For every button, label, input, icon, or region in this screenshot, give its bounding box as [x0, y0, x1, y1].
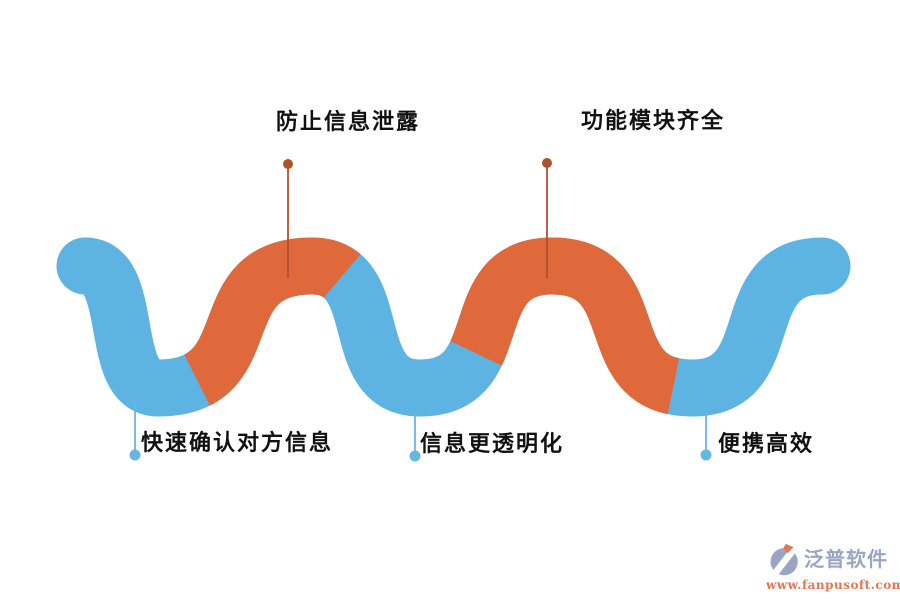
logo-name: 泛普软件 [804, 549, 888, 571]
brand-watermark: 泛普软件 www.fanpusoft.com [766, 543, 900, 592]
callout-connector-prevent-leak [283, 159, 293, 278]
logo-icon [768, 543, 802, 577]
callout-connector-portable-efficient [700, 410, 712, 461]
label-prevent-leak: 防止信息泄露 [275, 109, 421, 134]
label-portable-efficient: 便携高效 [717, 431, 815, 456]
label-transparent-info: 信息更透明化 [419, 431, 565, 456]
callout-dot [129, 449, 141, 461]
callout-dot [542, 158, 552, 168]
wave-ribbon-blue [56, 237, 851, 417]
logo-url: www.fanpusoft.com [766, 578, 900, 592]
label-quick-confirm: 快速确认对方信息 [140, 430, 334, 455]
callout-connector-quick-confirm [129, 400, 141, 461]
callout-dot [700, 449, 712, 461]
callout-connector-full-modules [542, 158, 552, 278]
callout-dot [283, 159, 293, 169]
callout-connector-transparent-info [409, 412, 421, 462]
callout-dot [409, 450, 421, 462]
label-full-modules: 功能模块齐全 [580, 108, 726, 133]
